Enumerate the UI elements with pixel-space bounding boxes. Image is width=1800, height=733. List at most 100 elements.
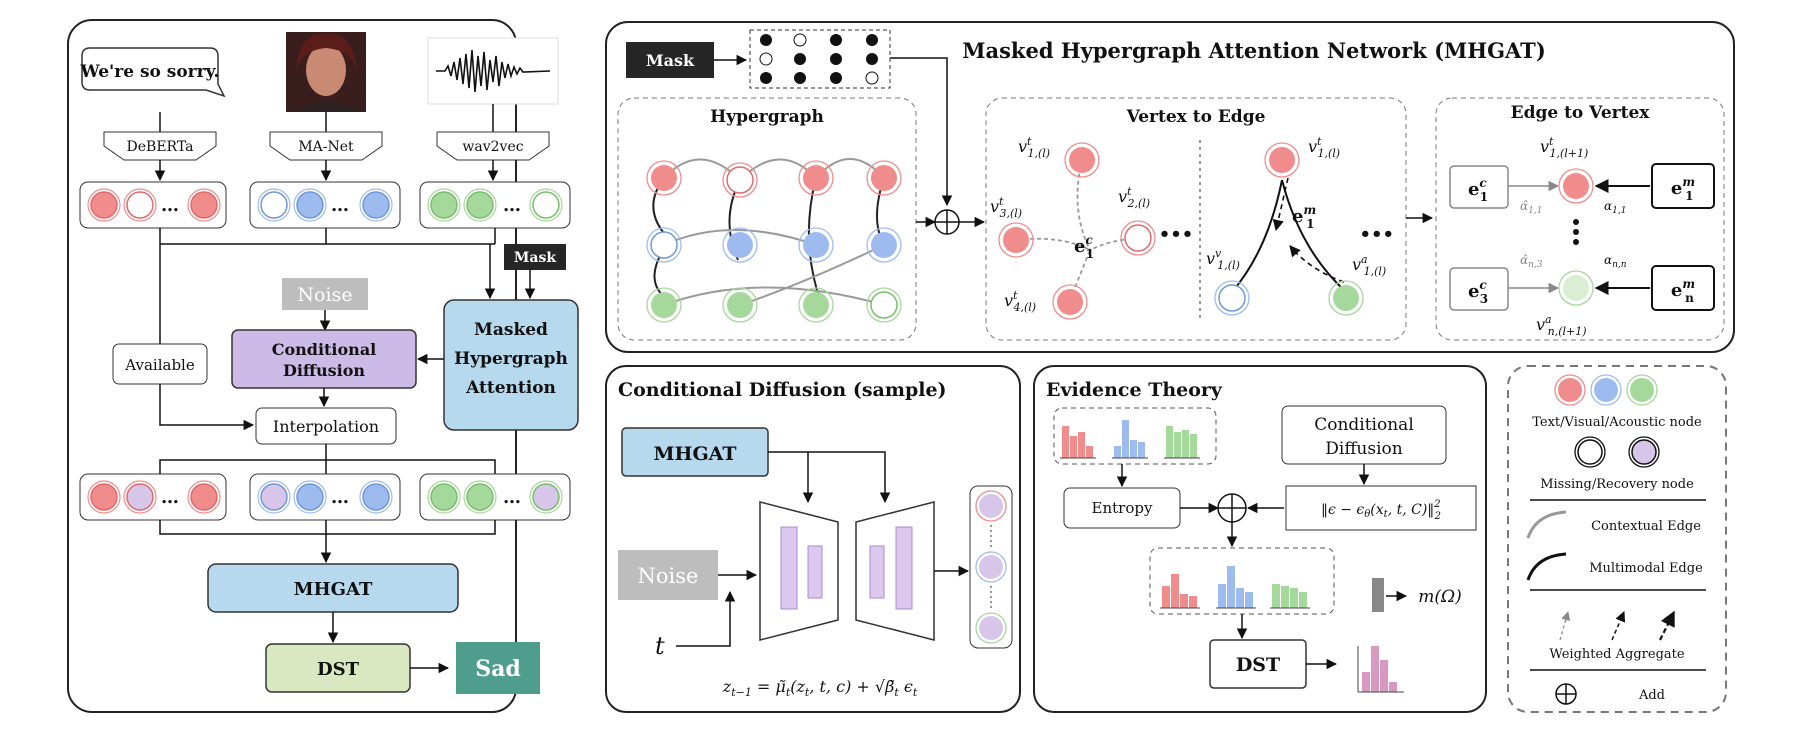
text-feature-row: …: [79, 181, 227, 229]
svg-text:DST: DST: [1236, 654, 1280, 676]
legend-add: Add: [1638, 688, 1665, 703]
svg-text:Conditional: Conditional: [272, 340, 377, 359]
reverse-step-formula: zt−1 = μ̃t(zt, t, c) + √β̃t ϵt: [722, 677, 918, 699]
svg-text:…: …: [161, 195, 179, 216]
utterance-bubble: We're so sorry.: [80, 47, 226, 98]
svg-text:…: …: [503, 487, 521, 508]
svg-text:•••: •••: [1359, 224, 1394, 245]
svg-text:vt4,(l): vt4,(l): [1004, 289, 1036, 314]
text-recovered-row: …: [79, 473, 227, 521]
svg-text:vt2,(l): vt2,(l): [1118, 185, 1150, 210]
svg-text:va1,(l): va1,(l): [1352, 253, 1386, 278]
svg-text:α1,1: α1,1: [1604, 199, 1626, 216]
svg-text:•••: •••: [1159, 224, 1194, 245]
visual-recovered-row: …: [249, 473, 401, 521]
svg-text:MHGAT: MHGAT: [653, 443, 736, 465]
encoder-wav2vec: wav2vec: [436, 104, 550, 182]
svg-text:Vertex to Edge: Vertex to Edge: [1126, 107, 1266, 127]
unet-encoder: [759, 501, 839, 641]
mask-label-left: Mask: [504, 244, 566, 300]
diffusion-loss-box: [1285, 485, 1477, 531]
svg-text:vt1,(l): vt1,(l): [1308, 135, 1340, 160]
text-evidence-hist: [1060, 426, 1096, 459]
svg-text:t: t: [655, 632, 665, 660]
masked-hypergraph-attention-box: Masked Hypergraph Attention: [443, 299, 579, 431]
legend-multimodal-edge: Multimodal Edge: [1589, 561, 1703, 576]
mhgat-box-left: MHGAT: [207, 563, 459, 613]
fused-acoustic-hist: [1270, 584, 1310, 609]
svg-text:Sad: Sad: [475, 656, 521, 682]
left-pipeline-panel: We're so sorry. DeBERTa MA-Net: [67, 19, 579, 713]
svg-text:Attention: Attention: [465, 378, 556, 398]
svg-text:Noise: Noise: [297, 284, 352, 306]
encoder-manet: MA-Net: [269, 112, 383, 182]
svg-text:Entropy: Entropy: [1092, 499, 1153, 517]
fused-visual-hist: [1216, 566, 1256, 609]
interpolation-box: Interpolation: [255, 407, 397, 445]
svg-text:MA-Net: MA-Net: [298, 139, 354, 155]
svg-text:ec1: ec1: [1468, 176, 1488, 204]
svg-text:em1: em1: [1292, 203, 1316, 231]
svg-text:Masked: Masked: [474, 320, 548, 340]
svg-text:Diffusion: Diffusion: [283, 361, 365, 380]
svg-text:Interpolation: Interpolation: [273, 417, 379, 436]
hypergraph-box: Hypergraph: [617, 97, 917, 341]
acoustic-recovered-row: …: [419, 473, 571, 521]
svg-text:van,(l+1): van,(l+1): [1536, 313, 1587, 338]
svg-text:Conditional: Conditional: [1314, 415, 1414, 435]
svg-text:Available: Available: [124, 356, 195, 374]
svg-text:Edge to Vertex: Edge to Vertex: [1511, 103, 1651, 123]
dst-box-left: DST: [265, 643, 411, 693]
waveform-image: [427, 37, 559, 105]
mask-label-top: Mask: [626, 42, 748, 78]
acoustic-evidence-hist: [1164, 426, 1200, 459]
evidence-theory-panel: Evidence Theory Conditional Diffusion En…: [1033, 365, 1487, 713]
svg-text:Hypergraph: Hypergraph: [454, 349, 568, 369]
uncertainty-bar: [1372, 578, 1384, 612]
svg-text:…: …: [503, 195, 521, 216]
svg-text:…: …: [161, 487, 179, 508]
svg-text:αn,n: αn,n: [1604, 253, 1627, 270]
legend-missing-recovery: Missing/Recovery node: [1540, 477, 1694, 492]
mhgat-title: Masked Hypergraph Attention Network (MHG…: [962, 38, 1546, 63]
svg-text:α̂n,3: α̂n,3: [1520, 253, 1543, 270]
mhgat-panel: Masked Hypergraph Attention Network (MHG…: [605, 21, 1735, 353]
svg-text:vv1,(l): vv1,(l): [1206, 247, 1240, 272]
legend-contextual-edge: Contextual Edge: [1591, 519, 1701, 534]
face-image: [286, 32, 366, 112]
add-operator-top: [916, 209, 986, 235]
noise-box-diffusion: [618, 550, 718, 600]
mask-matrix: [749, 29, 891, 89]
svg-text:vt1,(l+1): vt1,(l+1): [1540, 135, 1588, 160]
sad-output-box: Sad: [456, 642, 540, 694]
svg-text:Hypergraph: Hypergraph: [710, 107, 824, 127]
svg-text:MHGAT: MHGAT: [294, 579, 373, 600]
utterance-text: We're so sorry.: [80, 62, 220, 82]
noise-box-left: Noise: [282, 278, 368, 332]
svg-text:Mask: Mask: [646, 51, 695, 70]
conditional-diffusion-panel: Conditional Diffusion (sample) MHGAT Noi…: [605, 365, 1021, 713]
visual-feature-row: …: [249, 181, 401, 229]
svg-text:vt3,(l): vt3,(l): [990, 195, 1022, 220]
legend-panel: Text/Visual/Acoustic node Missing/Recove…: [1507, 365, 1727, 713]
svg-text:wav2vec: wav2vec: [462, 139, 523, 155]
final-distribution-hist: [1357, 646, 1404, 693]
svg-text:ec1: ec1: [1074, 233, 1094, 261]
svg-text:…: …: [331, 487, 349, 508]
svg-text:Diffusion: Diffusion: [1325, 439, 1402, 459]
available-box: Available: [112, 343, 208, 385]
svg-text:α̂1,1: α̂1,1: [1520, 199, 1542, 216]
fused-text-hist: [1160, 574, 1200, 609]
svg-text:ec3: ec3: [1468, 278, 1488, 306]
legend-weighted-aggregate: Weighted Aggregate: [1549, 647, 1684, 662]
svg-text:vt1,(l): vt1,(l): [1018, 135, 1050, 160]
svg-text:DeBERTa: DeBERTa: [127, 139, 194, 155]
conditional-diffusion-box: Conditional Diffusion: [231, 329, 417, 389]
svg-text:Mask: Mask: [514, 250, 556, 266]
svg-text:Noise: Noise: [638, 564, 699, 588]
svg-text:…: …: [331, 195, 349, 216]
